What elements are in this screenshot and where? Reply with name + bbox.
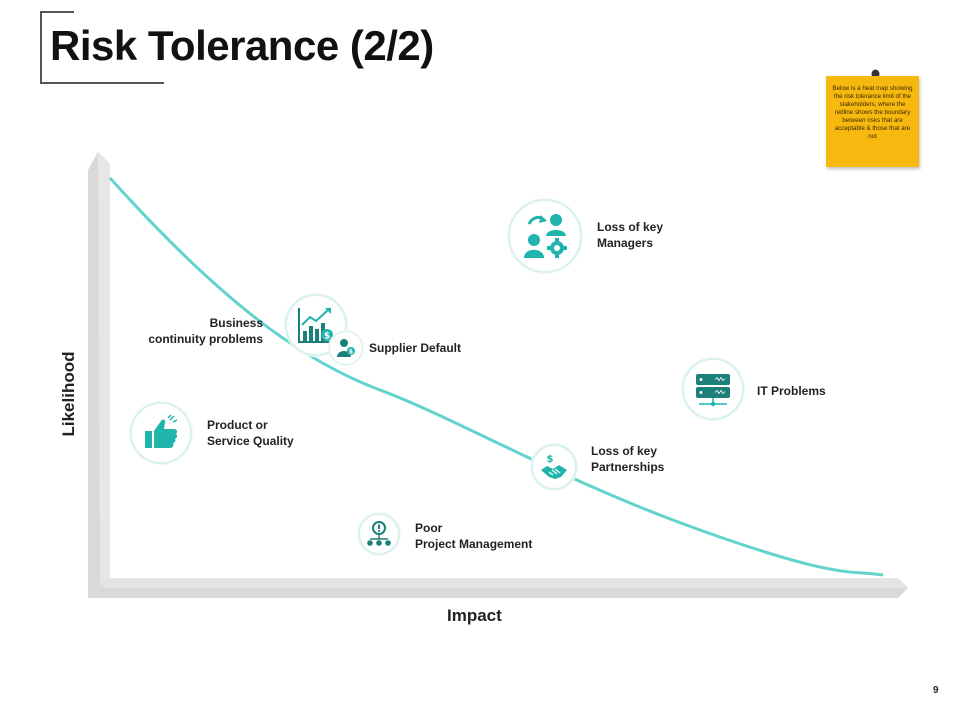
svg-text:$: $: [349, 349, 353, 356]
supplier-icon: $: [337, 339, 355, 357]
risk-icon-loss-of-key-managers: [508, 199, 582, 273]
risk-label-it-problems: IT Problems: [757, 384, 826, 398]
svg-text:$: $: [547, 454, 554, 465]
slide-title: Risk Tolerance (2/2): [50, 22, 434, 69]
risk-icon-it-problems: [682, 358, 744, 420]
growth-chart-icon: $: [298, 308, 333, 343]
sticky-note: Below is a heat map showing the risk tol…: [826, 76, 919, 167]
alert-hierarchy-icon: [367, 521, 391, 546]
thumbs-up-icon: [145, 414, 178, 448]
risk-icon-loss-of-key-partnerships: $: [531, 444, 577, 490]
page-number: 9: [933, 685, 939, 696]
server-icon: [696, 374, 730, 407]
svg-text:$: $: [324, 332, 330, 342]
risk-icon-poor-project-management: [358, 513, 400, 555]
handshake-icon: $: [541, 454, 567, 479]
risk-icon-supplier-default: $: [329, 331, 363, 365]
risk-icon-product-quality: [130, 402, 192, 464]
title-frame-underline: [40, 82, 164, 84]
people-gear-icon: [524, 214, 567, 258]
x-axis-label: Impact: [447, 606, 502, 625]
risk-label-supplier-default: Supplier Default: [369, 341, 462, 355]
tolerance-curve: [108, 176, 884, 577]
y-axis-label: Likelihood: [59, 351, 78, 437]
